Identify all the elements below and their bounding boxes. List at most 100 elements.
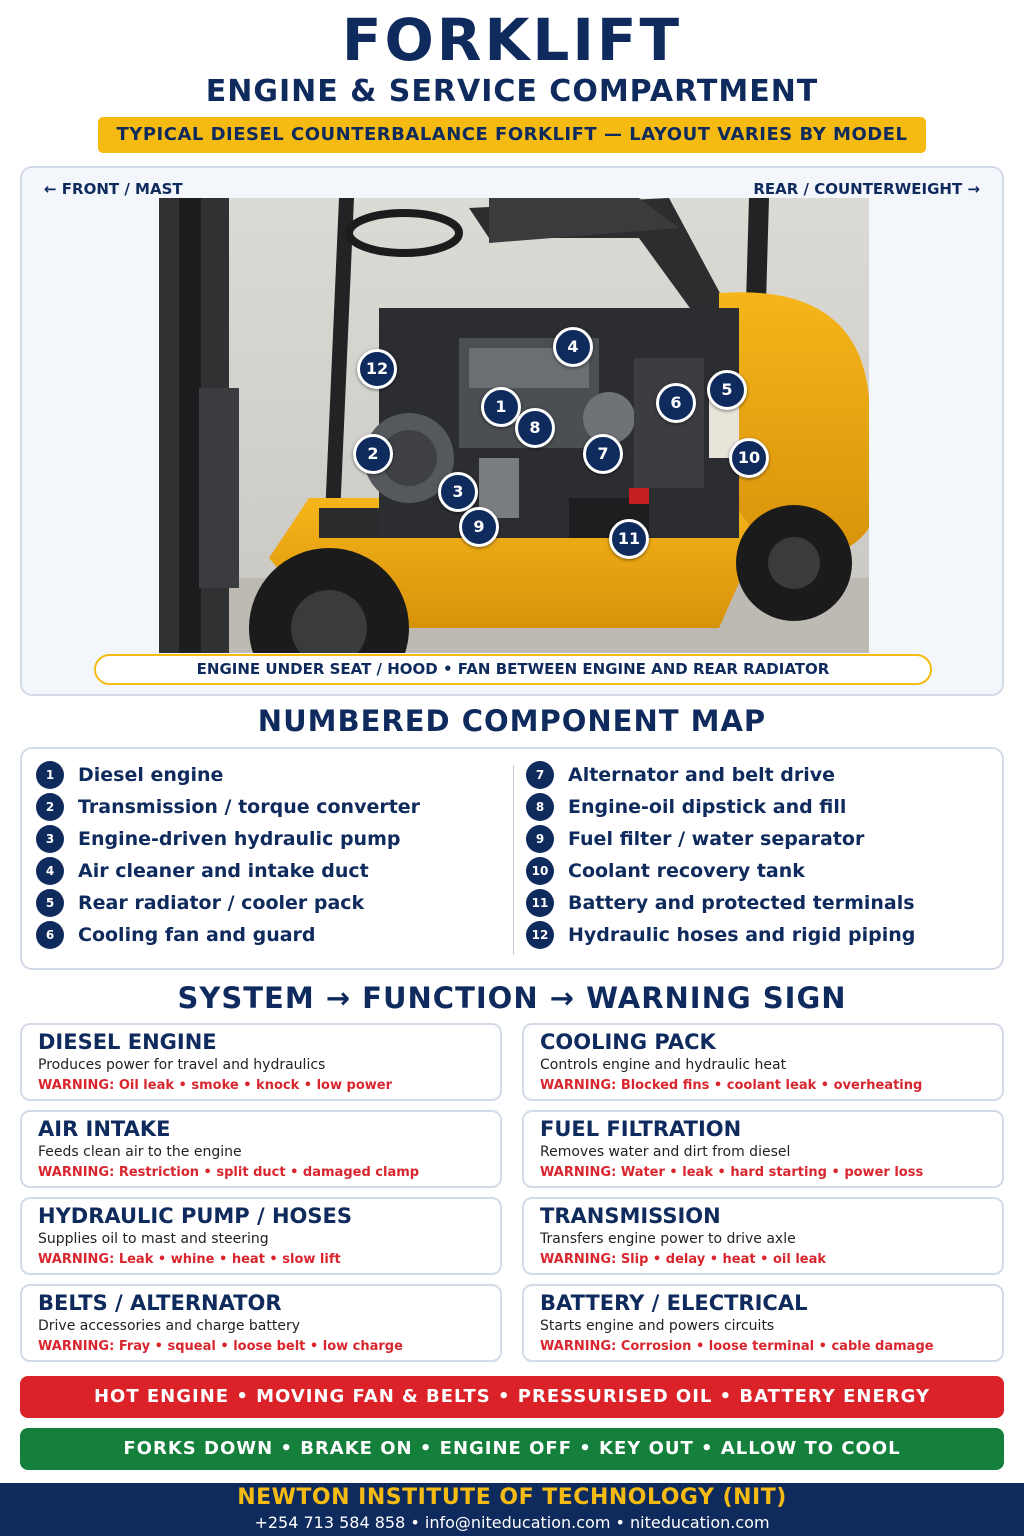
component-label: Air cleaner and intake duct bbox=[78, 860, 369, 882]
number-badge: 9 bbox=[526, 825, 554, 853]
marker-1: 1 bbox=[481, 387, 521, 427]
card-warning: WARNING: Restriction • split duct • dama… bbox=[38, 1165, 420, 1180]
system-card-transmission: TRANSMISSION Transfers engine power to d… bbox=[522, 1197, 1004, 1275]
component-list-left: 1 Diesel engine 2 Transmission / torque co… bbox=[36, 759, 420, 951]
card-description: Feeds clean air to the engine bbox=[38, 1144, 242, 1160]
page-subtitle: ENGINE & SERVICE COMPARTMENT bbox=[205, 74, 819, 109]
card-title: HYDRAULIC PUMP / HOSES bbox=[38, 1204, 353, 1228]
component-label: Engine-oil dipstick and fill bbox=[568, 796, 847, 818]
card-warning: WARNING: Water • leak • hard starting • … bbox=[540, 1165, 924, 1180]
photo-panel: ← FRONT / MAST REAR / COUNTERWEIGHT → bbox=[20, 166, 1004, 696]
component-map-title: NUMBERED COMPONENT MAP bbox=[257, 704, 767, 738]
card-warning: WARNING: Oil leak • smoke • knock • low … bbox=[38, 1078, 392, 1093]
marker-4: 4 bbox=[553, 327, 593, 367]
marker-3: 3 bbox=[438, 472, 478, 512]
front-direction-label: ← FRONT / MAST bbox=[44, 180, 183, 198]
card-title: TRANSMISSION bbox=[540, 1204, 721, 1228]
list-item: 7 Alternator and belt drive bbox=[526, 759, 915, 791]
card-warning: WARNING: Blocked fins • coolant leak • o… bbox=[540, 1078, 923, 1093]
system-card-fuel-filtration: FUEL FILTRATION Removes water and dirt f… bbox=[522, 1110, 1004, 1188]
component-label: Rear radiator / cooler pack bbox=[78, 892, 365, 914]
component-label: Hydraulic hoses and rigid piping bbox=[568, 924, 916, 946]
marker-7: 7 bbox=[583, 434, 623, 474]
list-item: 11 Battery and protected terminals bbox=[526, 887, 915, 919]
list-item: 5 Rear radiator / cooler pack bbox=[36, 887, 420, 919]
forklift-illustration bbox=[159, 198, 869, 653]
marker-9: 9 bbox=[459, 507, 499, 547]
card-warning: WARNING: Fray • squeal • loose belt • lo… bbox=[38, 1339, 403, 1354]
institute-name: NEWTON INSTITUTE OF TECHNOLOGY (NIT) bbox=[237, 1485, 787, 1510]
number-badge: 8 bbox=[526, 793, 554, 821]
marker-12: 12 bbox=[357, 349, 397, 389]
system-card-hydraulic-pump: HYDRAULIC PUMP / HOSES Supplies oil to m… bbox=[20, 1197, 502, 1275]
component-list-right: 7 Alternator and belt drive 8 Engine-oil d… bbox=[526, 759, 915, 951]
safety-steps-bar: FORKS DOWN • BRAKE ON • ENGINE OFF • KEY… bbox=[20, 1428, 1004, 1470]
list-item: 12 Hydraulic hoses and rigid piping bbox=[526, 919, 915, 951]
component-map-panel: 1 Diesel engine 2 Transmission / torque co… bbox=[20, 747, 1004, 970]
component-label: Engine-driven hydraulic pump bbox=[78, 828, 401, 850]
marker-6: 6 bbox=[656, 383, 696, 423]
system-card-cooling-pack: COOLING PACK Controls engine and hydraul… bbox=[522, 1023, 1004, 1101]
card-title: FUEL FILTRATION bbox=[540, 1117, 742, 1141]
system-section-title: SYSTEM → FUNCTION → WARNING SIGN bbox=[177, 981, 847, 1015]
system-card-battery-electrical: BATTERY / ELECTRICAL Starts engine and p… bbox=[522, 1284, 1004, 1362]
component-label: Cooling fan and guard bbox=[78, 924, 316, 946]
card-warning: WARNING: Corrosion • loose terminal • ca… bbox=[540, 1339, 934, 1354]
list-item: 3 Engine-driven hydraulic pump bbox=[36, 823, 420, 855]
component-label: Fuel filter / water separator bbox=[568, 828, 865, 850]
system-card-belts-alternator: BELTS / ALTERNATOR Drive accessories and… bbox=[20, 1284, 502, 1362]
system-card-air-intake: AIR INTAKE Feeds clean air to the engine… bbox=[20, 1110, 502, 1188]
component-label: Battery and protected terminals bbox=[568, 892, 915, 914]
number-badge: 6 bbox=[36, 921, 64, 949]
column-divider bbox=[513, 765, 514, 955]
hazard-bar: HOT ENGINE • MOVING FAN & BELTS • PRESSU… bbox=[20, 1376, 1004, 1418]
marker-8: 8 bbox=[515, 408, 555, 448]
list-item: 6 Cooling fan and guard bbox=[36, 919, 420, 951]
marker-5: 5 bbox=[707, 370, 747, 410]
marker-11: 11 bbox=[609, 519, 649, 559]
number-badge: 11 bbox=[526, 889, 554, 917]
card-description: Removes water and dirt from diesel bbox=[540, 1144, 791, 1160]
list-item: 10 Coolant recovery tank bbox=[526, 855, 915, 887]
contact-line: +254 713 584 858 • info@niteducation.com… bbox=[254, 1513, 770, 1532]
list-item: 8 Engine-oil dipstick and fill bbox=[526, 791, 915, 823]
list-item: 9 Fuel filter / water separator bbox=[526, 823, 915, 855]
number-badge: 2 bbox=[36, 793, 64, 821]
card-description: Transfers engine power to drive axle bbox=[540, 1231, 796, 1247]
list-item: 2 Transmission / torque converter bbox=[36, 791, 420, 823]
card-warning: WARNING: Leak • whine • heat • slow lift bbox=[38, 1252, 341, 1267]
card-description: Controls engine and hydraulic heat bbox=[540, 1057, 787, 1073]
card-description: Supplies oil to mast and steering bbox=[38, 1231, 269, 1247]
list-item: 4 Air cleaner and intake duct bbox=[36, 855, 420, 887]
number-badge: 5 bbox=[36, 889, 64, 917]
card-title: BATTERY / ELECTRICAL bbox=[540, 1291, 808, 1315]
system-card-diesel-engine: DIESEL ENGINE Produces power for travel … bbox=[20, 1023, 502, 1101]
rear-direction-label: REAR / COUNTERWEIGHT → bbox=[753, 180, 980, 198]
card-description: Produces power for travel and hydraulics bbox=[38, 1057, 326, 1073]
card-title: BELTS / ALTERNATOR bbox=[38, 1291, 282, 1315]
footer: NEWTON INSTITUTE OF TECHNOLOGY (NIT) +25… bbox=[0, 1483, 1024, 1536]
number-badge: 7 bbox=[526, 761, 554, 789]
list-item: 1 Diesel engine bbox=[36, 759, 420, 791]
number-badge: 10 bbox=[526, 857, 554, 885]
marker-2: 2 bbox=[353, 434, 393, 474]
number-badge: 1 bbox=[36, 761, 64, 789]
card-title: COOLING PACK bbox=[540, 1030, 716, 1054]
card-description: Starts engine and powers circuits bbox=[540, 1318, 775, 1334]
photo-caption: ENGINE UNDER SEAT / HOOD • FAN BETWEEN E… bbox=[94, 654, 932, 685]
card-warning: WARNING: Slip • delay • heat • oil leak bbox=[540, 1252, 827, 1267]
component-label: Coolant recovery tank bbox=[568, 860, 805, 882]
card-title: DIESEL ENGINE bbox=[38, 1030, 217, 1054]
component-label: Transmission / torque converter bbox=[78, 796, 421, 818]
component-label: Diesel engine bbox=[78, 764, 224, 786]
card-title: AIR INTAKE bbox=[38, 1117, 171, 1141]
page-title: FORKLIFT bbox=[341, 6, 683, 74]
model-banner: TYPICAL DIESEL COUNTERBALANCE FORKLIFT —… bbox=[98, 117, 926, 153]
forklift-engine-photo: 1 2 3 4 5 6 7 8 9 10 11 12 bbox=[159, 198, 869, 653]
number-badge: 3 bbox=[36, 825, 64, 853]
card-description: Drive accessories and charge battery bbox=[38, 1318, 301, 1334]
marker-10: 10 bbox=[729, 438, 769, 478]
number-badge: 12 bbox=[526, 921, 554, 949]
component-label: Alternator and belt drive bbox=[568, 764, 836, 786]
number-badge: 4 bbox=[36, 857, 64, 885]
